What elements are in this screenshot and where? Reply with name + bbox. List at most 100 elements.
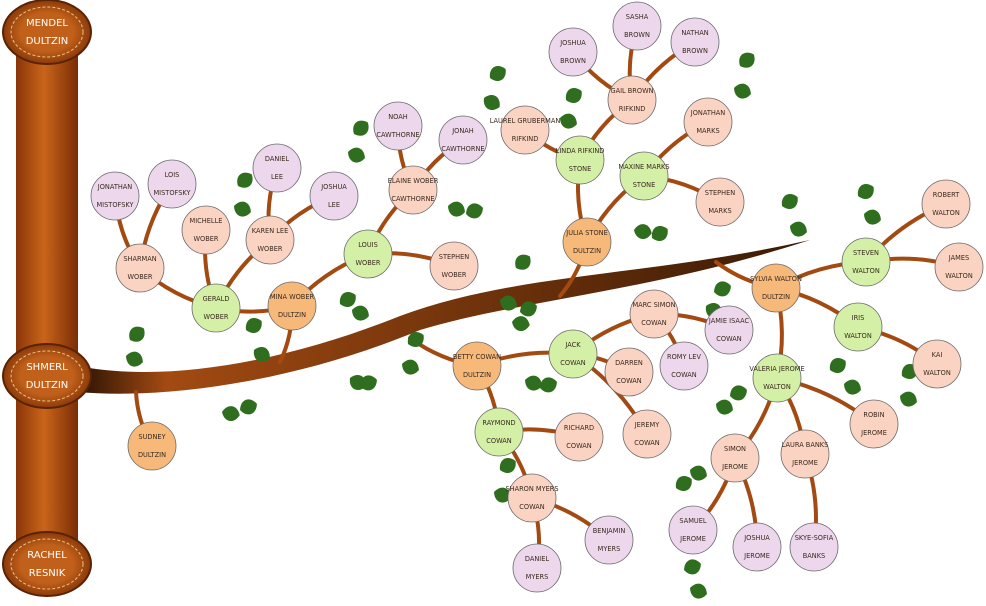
person-circle (191, 283, 241, 333)
person-circle (548, 27, 598, 77)
person-last-name: WOBER (356, 259, 381, 267)
person-node-elaine[interactable]: ELAINE WOBER CAWTHORNE (388, 165, 439, 215)
person-circle (474, 407, 524, 457)
person-first-name: MAXINE MARKS (618, 163, 669, 171)
person-circle (789, 522, 839, 572)
person-first-name: LAUREL GRUBERMAN (490, 117, 561, 125)
person-first-name: DANIEL (525, 555, 550, 563)
trunk-first-name: SHMERL (26, 362, 68, 373)
person-first-name: SHARON MYERS (505, 485, 558, 493)
person-first-name: JACK (564, 341, 581, 349)
person-last-name: BROWN (682, 47, 708, 55)
person-circle (670, 17, 720, 67)
person-first-name: BETTY COWAN (453, 353, 501, 361)
person-last-name: COWAN (716, 335, 741, 343)
leaf-icon (245, 318, 262, 333)
trunk-first-name: MENDEL (26, 18, 68, 29)
leaf-icon (240, 399, 257, 415)
person-first-name: JULIA STONE (565, 229, 608, 237)
person-circle (607, 75, 657, 125)
leaf-icon (714, 281, 731, 297)
person-first-name: SUDNEY (138, 433, 166, 441)
person-node-sudney[interactable]: SUDNEY DULTZIN (127, 421, 177, 471)
leaf-icon (739, 52, 755, 68)
person-last-name: DULTZIN (138, 451, 166, 459)
person-first-name: ELAINE WOBER (388, 177, 439, 185)
leaf-icon (540, 377, 557, 393)
person-circle (668, 505, 718, 555)
person-first-name: SHARMAN (123, 255, 156, 263)
person-last-name: JEROME (743, 552, 770, 560)
person-circle (659, 341, 709, 391)
leaf-icon (339, 292, 356, 307)
leaf-icon (844, 379, 861, 395)
leaf-icon (494, 487, 511, 503)
person-first-name: SKYE-SOFIA (795, 534, 834, 542)
leaf-icon (716, 399, 733, 415)
person-circle (584, 515, 634, 565)
person-last-name: CAWTHORNE (391, 195, 434, 203)
person-circle (622, 409, 672, 459)
person-first-name: JONATHAN (690, 109, 726, 117)
person-first-name: JAMES (948, 254, 969, 262)
trunk-last-name: RESNIK (29, 568, 66, 579)
person-last-name: CAWTHORNE (376, 131, 419, 139)
person-first-name: SASHA (626, 13, 649, 21)
person-first-name: GERALD (203, 295, 230, 303)
leaf-icon (651, 226, 668, 241)
leaf-icon (237, 172, 253, 188)
